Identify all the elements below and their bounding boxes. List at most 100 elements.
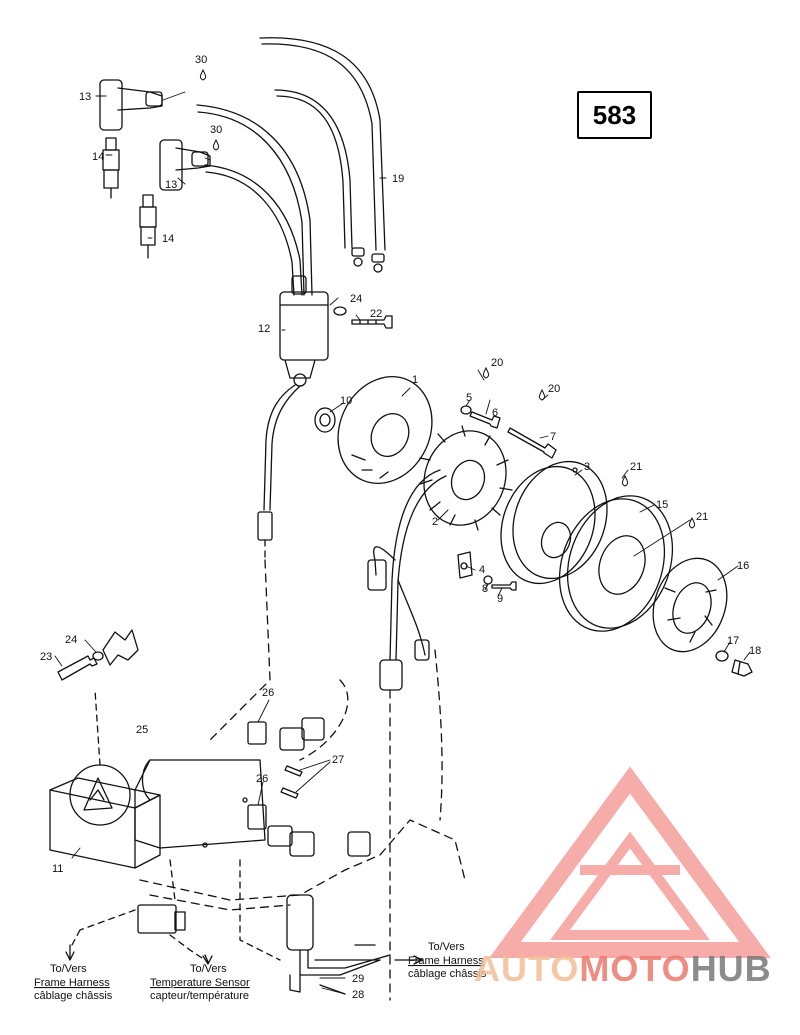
electronic-module [49, 777, 161, 869]
spark-plug-upper [102, 137, 120, 199]
part-label: 30 [195, 54, 207, 66]
callout-temperature-sensor: To/Vers Temperature Sensor capteur/tempé… [150, 963, 250, 1002]
starter-cup-screw [731, 659, 753, 677]
watermark-logo [489, 766, 771, 958]
part-label: 16 [737, 560, 749, 572]
trigger-plate [337, 375, 433, 485]
part-label: 30 [210, 124, 222, 136]
diagram-reference-box: 583 [577, 91, 652, 139]
callout-to: To/Vers [428, 941, 465, 953]
part-label: 7 [550, 431, 556, 443]
plate-screw [469, 411, 501, 429]
part-label: 6 [492, 407, 498, 419]
sensor-harness [286, 894, 391, 995]
callout-to: To/Vers [50, 963, 87, 975]
screw-27a [284, 765, 303, 777]
part-label: 3 [584, 461, 590, 473]
flywheel [500, 460, 608, 585]
callout-frame-harness-left: To/Vers Frame Harness câblage châssis [34, 963, 113, 1002]
coil-washer [333, 306, 347, 316]
module-bracket [134, 759, 266, 849]
part-label: 13 [79, 91, 91, 103]
part-label: 4 [479, 564, 485, 576]
stator [419, 425, 513, 531]
part-label: 15 [656, 499, 668, 511]
lubricant-drop-icon [482, 366, 490, 379]
callout-line1: Frame Harness [408, 955, 484, 967]
stator-harness [367, 469, 447, 1001]
callout-line1: Temperature Sensor [150, 977, 250, 989]
part-label: 21 [696, 511, 708, 523]
watermark-text: AUTOMOTOHUB [474, 948, 772, 990]
part-label: 27 [332, 754, 344, 766]
connector-lower [247, 804, 371, 857]
spark-plug-cap-upper [99, 79, 163, 131]
callout-line2: câblage châssis [408, 968, 487, 980]
watermark-moto: MOTO [579, 948, 691, 989]
callout-line1: Frame Harness [34, 977, 110, 989]
part-label: 17 [727, 635, 739, 647]
ignition-coil [279, 275, 329, 387]
ring-gear [558, 495, 674, 632]
part-label: 14 [92, 151, 104, 163]
starter-cup-washer [715, 650, 729, 662]
part-label: 1 [412, 374, 418, 386]
part-label: 11 [52, 863, 63, 875]
part-label: 22 [370, 308, 382, 320]
part-label: 18 [749, 645, 761, 657]
part-label: 12 [258, 323, 270, 335]
part-labels: 1 2 3 4 5 6 7 8 9 10 11 12 13 13 14 14 1… [40, 54, 761, 1001]
module-clip [102, 629, 139, 666]
coil-lead-wire [257, 384, 301, 561]
bracket-screw [491, 581, 517, 591]
diagram-reference-number: 583 [592, 99, 637, 130]
connector-upper [247, 717, 325, 751]
callout-line2: capteur/température [150, 990, 249, 1002]
part-label: 5 [466, 392, 472, 404]
part-label: 26 [256, 773, 268, 785]
watermark-hub: HUB [690, 948, 772, 989]
watermark-auto: AUTO [474, 948, 580, 989]
lubricant-drop-icon [199, 68, 207, 81]
part-label: 24 [350, 293, 362, 305]
part-label: 9 [497, 593, 503, 605]
temperature-sensor-connector [71, 904, 206, 961]
part-label: 10 [340, 395, 352, 407]
lubricant-drop-icon [538, 388, 546, 401]
callout-to: To/Vers [190, 963, 227, 975]
wire-clips [351, 247, 385, 273]
lubricant-drop-icon [212, 138, 220, 151]
spark-plug-lower [139, 194, 157, 259]
callout-arrows [65, 944, 423, 965]
screw-27b [280, 787, 299, 799]
part-label: 26 [262, 687, 274, 699]
part-label: 2 [432, 516, 438, 528]
starter-cup [652, 557, 728, 653]
callout-line2: câblage châssis [34, 990, 113, 1002]
lubricant-drop-icon [621, 474, 629, 487]
stator-screw [507, 427, 557, 459]
lower-harness [139, 559, 466, 961]
part-label: 25 [136, 724, 148, 736]
detail-magnifier [69, 689, 131, 826]
part-label: 24 [65, 634, 77, 646]
part-label: 19 [392, 173, 404, 185]
module-screw [57, 655, 98, 681]
part-label: 29 [352, 973, 364, 985]
part-label: 21 [630, 461, 642, 473]
module-washer [92, 651, 104, 661]
leader-lines [54, 91, 751, 995]
lubricant-drop-icon [688, 516, 696, 529]
part-label: 20 [548, 383, 560, 395]
part-label: 23 [40, 651, 52, 663]
spark-plug-wires [196, 37, 386, 296]
part-label: 13 [165, 179, 177, 191]
coil-screw [351, 315, 393, 329]
spark-plug-cap-lower [159, 139, 211, 191]
part-label: 14 [162, 233, 174, 245]
part-label: 8 [482, 583, 488, 595]
grommet [314, 407, 336, 433]
callout-frame-harness-right: To/Vers Frame Harness câblage châssis [408, 941, 487, 980]
part-label: 28 [352, 989, 364, 1001]
